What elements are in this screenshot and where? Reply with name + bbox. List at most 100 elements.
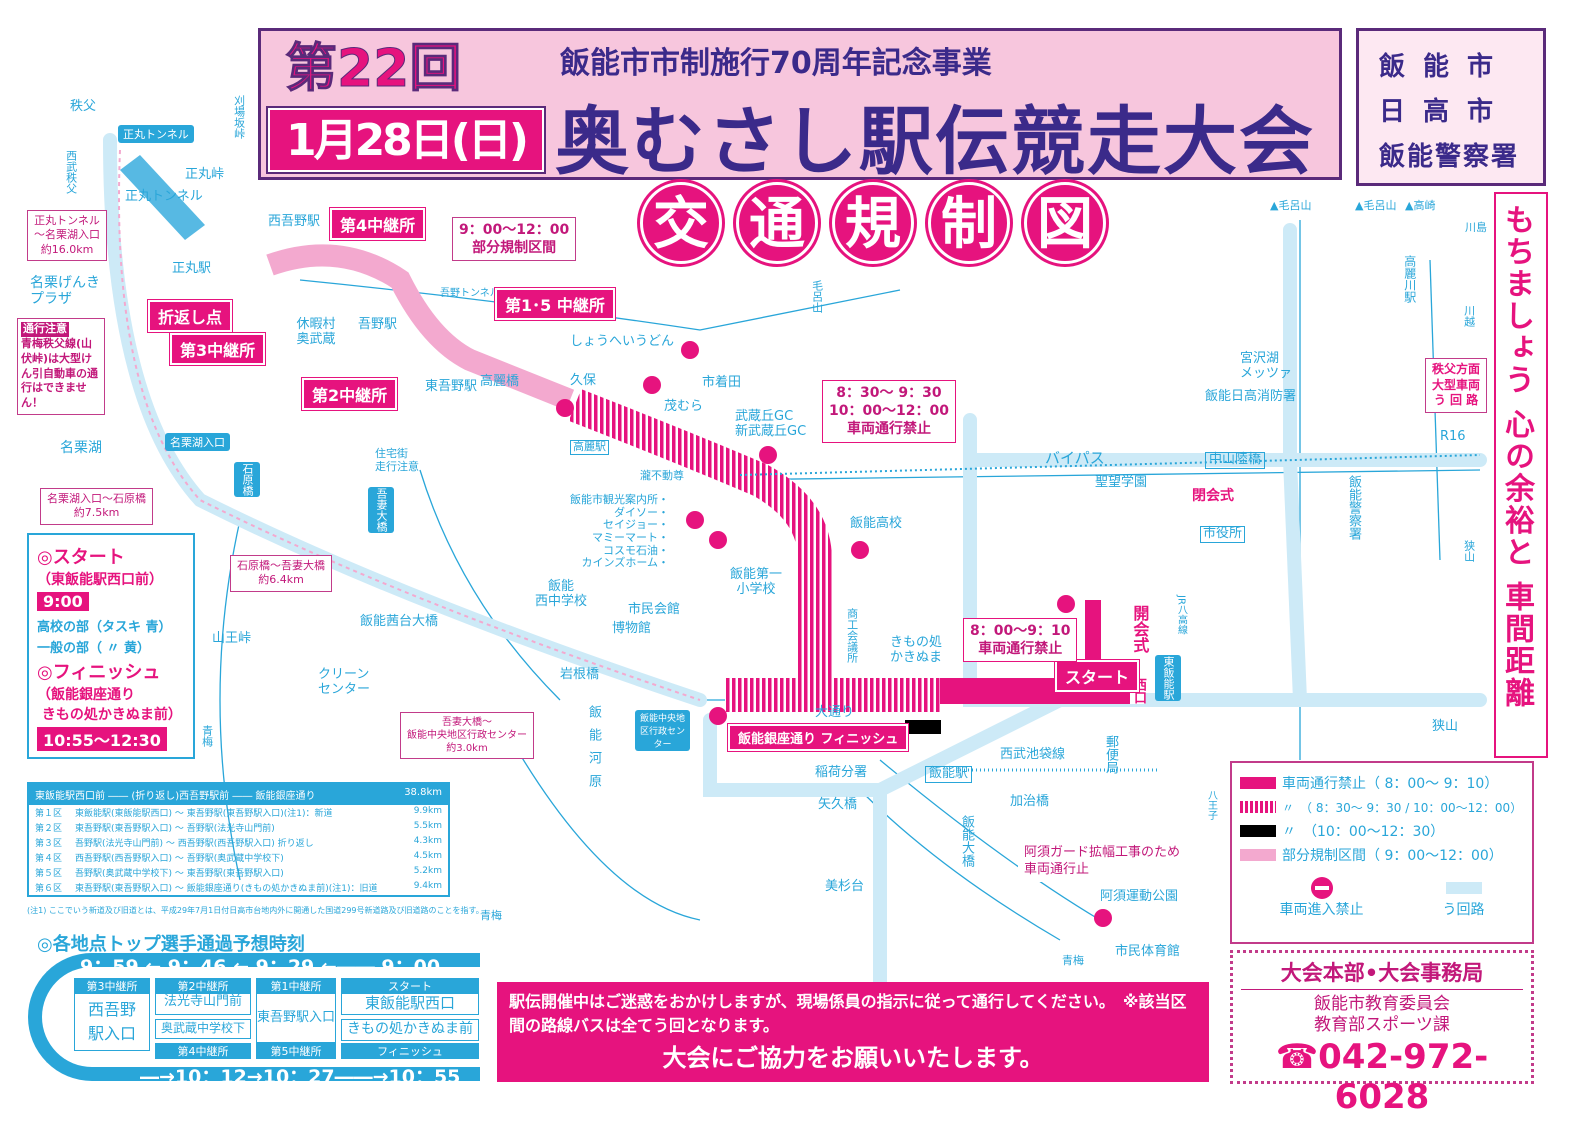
- course-partial-upper: [266, 244, 575, 411]
- map-label: 市役所: [1200, 526, 1246, 543]
- map-label: 瀧不動尊: [640, 469, 684, 482]
- map-label: 大通り: [815, 705, 855, 720]
- closure-callout: 阿須ガード拡幅工事のため 車両通行止: [1018, 842, 1187, 882]
- start-time: 9:00: [37, 592, 89, 611]
- distance-callout: 正丸トンネル ～名栗湖入口 約16.0km: [27, 210, 107, 261]
- section-no: 第１区: [35, 809, 63, 819]
- course-restricted-black: [905, 720, 941, 734]
- map-label: 正丸峠: [185, 167, 225, 182]
- map-label: 休暇村奥武蔵: [296, 317, 336, 347]
- page-title: 奥むさし駅伝競走大会: [555, 99, 1315, 185]
- section-route: 吾野駅(法光寺山門前) ～ 西吾野駅(西吾野駅入口) 折り返し: [75, 839, 314, 849]
- relay-1-5-label: 第1･5 中継所: [494, 287, 616, 321]
- map-label: 名栗湖: [60, 440, 102, 456]
- legend: 車両通行禁止（ 8：00～ 9：10） 〃 （ 8：30～ 9：30 / 10：…: [1230, 761, 1534, 944]
- map-label: 高麗駅: [570, 440, 609, 455]
- headquarters-contact: 大会本部•大会事務局 飯能市教育委員会 教育部スポーツ課 ☎042-972-60…: [1230, 950, 1534, 1117]
- map-label: 名栗げんき プラザ: [30, 275, 100, 308]
- relay-2-label: 第2中継所: [300, 377, 399, 411]
- legend-label: 車両進入禁止: [1279, 902, 1364, 918]
- relay-3-label: 第3中継所: [168, 332, 267, 366]
- section-no: 第３区: [35, 839, 63, 849]
- map-label: 住宅街 走行注意: [375, 447, 419, 473]
- section-km: 4.3km: [413, 836, 442, 846]
- map-title-char: 規: [829, 179, 917, 267]
- map-title-char: 交: [637, 179, 725, 267]
- map-label: 飯能警察署: [1345, 475, 1361, 540]
- map-label: 西武秩父: [64, 150, 78, 194]
- legend-no-entry: 車両進入禁止: [1280, 877, 1364, 919]
- section-km: 9.4km: [413, 881, 442, 891]
- map-label: ▲毛呂山: [1355, 199, 1397, 212]
- legend-swatch: [1240, 801, 1276, 813]
- timing-caption: スタート: [341, 978, 479, 994]
- railway: [739, 454, 1481, 476]
- caution-body: 青梅秩父線(山伏峠)は大型けん引自動車の通行はできません！: [21, 336, 98, 410]
- map-title-char: 通: [733, 179, 821, 267]
- map-label: 西吾野駅: [268, 214, 321, 229]
- map-label: 武蔵丘GC 新武蔵丘GC: [735, 409, 807, 439]
- organizer: 飯能市: [1379, 52, 1512, 82]
- distance-callout: 吾妻大橋～ 飯能中央地区行政センター 約3.0km: [400, 712, 534, 759]
- map-label: 毛呂山: [810, 280, 824, 313]
- bottom-times: ―→10：12→10：27――→10：55: [140, 1066, 461, 1088]
- section-km: 5.2km: [413, 866, 442, 876]
- map-tag: 名栗湖入口: [165, 433, 230, 451]
- timing-point: きもの処かきぬま前: [341, 1019, 479, 1041]
- legend-swatch: [1445, 882, 1482, 894]
- distance-callout: 名栗湖入口～石原橋 約7.5km: [40, 488, 153, 525]
- organizer: 飯能警察署: [1379, 142, 1520, 172]
- map-label: 正丸駅: [172, 261, 212, 276]
- map-label: 博物館: [612, 621, 652, 636]
- map-label: 狭山: [1432, 719, 1459, 734]
- timing-point: 東吾野駅入口: [256, 993, 336, 1043]
- map-tag: 正丸トンネル: [118, 125, 194, 143]
- map-label: 飯能 西中学校: [535, 579, 588, 609]
- map-label: 商工会議所: [845, 608, 859, 663]
- finish-time: 10:55～12:30: [37, 727, 167, 751]
- legend-label: 〃 （ 8：30～ 9：30 / 10：00～12：00）: [1282, 800, 1523, 815]
- edition: 第22回: [284, 39, 462, 99]
- map-label: 青梅: [200, 725, 214, 747]
- map-label: 飯能大橋: [958, 815, 974, 867]
- notice-request: 大会にご協力をお願いいたします。: [662, 1044, 1044, 1072]
- legend-label: 部分規制区間（ 9：00～12：00）: [1282, 848, 1503, 864]
- hq-dept: 教育部スポーツ課: [1314, 1015, 1450, 1036]
- map-label: 飯能河原: [585, 705, 601, 797]
- map-label: バイパス: [1045, 449, 1105, 467]
- legend-item: 部分規制区間（ 9：00～12：00）: [1240, 843, 1524, 867]
- timing-point: 東飯能駅西口: [341, 993, 479, 1015]
- map-label: 岩根橋: [560, 667, 600, 682]
- map-label: 山王峠: [212, 631, 252, 646]
- hq-org: 飯能市教育委員会: [1314, 994, 1450, 1014]
- section-no: 第６区: [35, 884, 63, 894]
- start-label: スタート: [1053, 659, 1141, 693]
- legend-label: 車両通行禁止（ 8：00～ 9：10）: [1282, 776, 1499, 792]
- section-route: 東吾野駅(東吾野駅入口) ～ 吾野駅(法光寺山門前): [75, 824, 275, 834]
- map-label: 川越: [1462, 305, 1476, 327]
- legend-swatch: [1240, 825, 1276, 837]
- distance-callout: 石原橋～吾妻大橋 約6.4km: [230, 555, 332, 592]
- timing-title: ◎各地点トップ選手通過予想時刻: [37, 934, 305, 955]
- timing-caption: 第2中継所: [155, 978, 251, 994]
- map-tag: 東飯能駅: [1155, 655, 1181, 701]
- total-distance: 38.8km: [404, 787, 442, 798]
- map-title-char: 図: [1021, 179, 1109, 267]
- map-label: 高麗川駅: [1402, 255, 1417, 303]
- notice-text: 駅伝開催中はご迷惑をおかけしますが、現場係員の指示に従って通行してください。 ※…: [509, 992, 1187, 1035]
- section-km: 5.5km: [413, 821, 442, 831]
- finish-title: ◎フィニッシュ: [37, 662, 161, 683]
- partial-restriction-callout: 9：00～12：00 部分規制区間: [452, 217, 577, 262]
- legend-label: う回路: [1442, 902, 1485, 918]
- map-label: 飯能第一 小学校: [730, 567, 783, 597]
- start-title: ◎スタート: [37, 547, 125, 568]
- caution-title: 通行注意: [21, 322, 69, 337]
- map-label: 川島: [1465, 221, 1487, 234]
- map-label: 飯能茜台大橋: [360, 614, 439, 629]
- hq-phone[interactable]: ☎042-972-6028: [1275, 1036, 1489, 1117]
- map-label: 郵便局: [1102, 735, 1118, 774]
- legend-label: 〃 （10：00～12：30）: [1282, 824, 1445, 840]
